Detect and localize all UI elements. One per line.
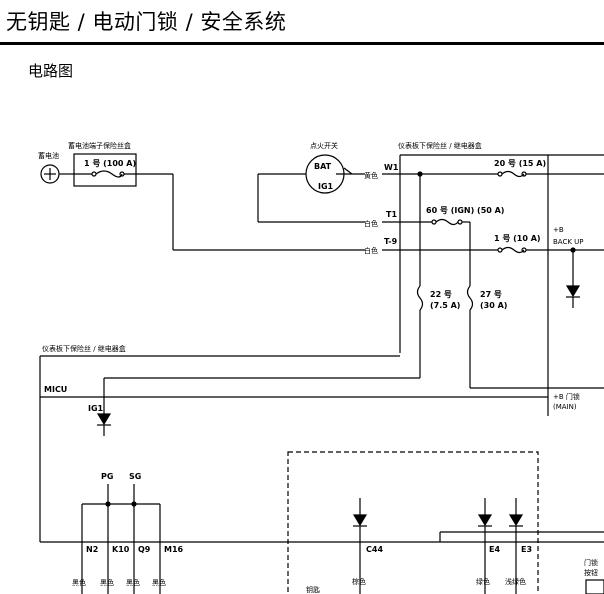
- dash-box2-label: 仪表板下保险丝 / 继电器盒: [42, 344, 126, 353]
- micu-label: MICU: [44, 385, 67, 394]
- bat-label: BAT: [314, 162, 332, 171]
- n2-pin: N2: [86, 545, 98, 554]
- terminal-box-label: 蓄电池端子保险丝盒: [68, 141, 131, 150]
- wire-light-green: 浅绿色: [505, 577, 526, 586]
- wire-white-label-1: 白色: [364, 219, 378, 228]
- e3-diode-icon: [508, 514, 524, 527]
- pg-label: PG: [101, 472, 113, 481]
- backup-label: BACK UP: [553, 238, 584, 246]
- backup-b-label: +B: [553, 226, 564, 234]
- wire-black-3: 黑色: [126, 578, 140, 587]
- c44-pin: C44: [366, 545, 383, 554]
- m16-pin: M16: [164, 545, 184, 554]
- e4-pin: E4: [489, 545, 500, 554]
- fuse-22-label-a: 22 号: [430, 290, 452, 299]
- fuse-22-label-b: (7.5 A): [430, 301, 460, 310]
- doorlock-b-label: +B 门锁: [553, 392, 580, 401]
- w1-pin: W1: [384, 163, 399, 172]
- main-fuse-label: 1 号 (100 A): [84, 159, 136, 168]
- door-lock-btn-label-b: 按钮: [584, 568, 598, 577]
- dash-box-label: 仪表板下保险丝 / 继电器盒: [398, 141, 482, 150]
- k10-pin: K10: [112, 545, 130, 554]
- fuse-20-icon: [501, 170, 525, 178]
- fuse-22-icon: [416, 285, 424, 311]
- ig1-switch-label: IG1: [318, 182, 334, 191]
- fuse-60-icon: [435, 218, 459, 226]
- fuse-1-icon: [501, 246, 525, 254]
- fuse-27-icon: [466, 285, 474, 311]
- wire-white-label-2: 白色: [364, 246, 378, 255]
- fuse-1-label: 1 号 (10 A): [494, 234, 541, 243]
- terminal-fuse-box: [73, 153, 137, 187]
- sg-label: SG: [129, 472, 141, 481]
- key-label: 钥匙: [306, 585, 320, 594]
- backup-diode-icon: [565, 285, 581, 298]
- c44-diode-icon: [352, 514, 368, 527]
- ig1-diode-icon: [96, 413, 112, 426]
- page-title: 无钥匙 / 电动门锁 / 安全系统: [6, 10, 287, 34]
- t1-pin: T1: [386, 210, 397, 219]
- wire-black-2: 黑色: [100, 578, 114, 587]
- wire-black-1: 黑色: [72, 578, 86, 587]
- doorlock-main-label: (MAIN): [553, 403, 577, 411]
- wire-yellow-label: 黄色: [364, 171, 378, 180]
- battery-label: 蓄电池: [38, 151, 59, 160]
- main-fuse-icon: [95, 170, 123, 178]
- fuse-60-label: 60 号 (IGN) (50 A): [426, 206, 504, 215]
- e4-diode-icon: [477, 514, 493, 527]
- dashed-sub-unit: [287, 451, 539, 594]
- title-underline: [0, 42, 604, 45]
- wire-black-4: 黑色: [152, 578, 166, 587]
- fuse-27-label-b: (30 A): [480, 301, 507, 310]
- fuse-27-label-a: 27 号: [480, 290, 502, 299]
- fuse-20-label: 20 号 (15 A): [494, 159, 546, 168]
- wire-brown: 棕色: [352, 577, 366, 586]
- t9-pin: T-9: [384, 237, 398, 246]
- wire-green: 绿色: [476, 577, 490, 586]
- ignition-switch-label: 点火开关: [310, 141, 338, 150]
- e3-pin: E3: [521, 545, 532, 554]
- q9-pin: Q9: [138, 545, 151, 554]
- door-lock-button-box: [585, 579, 604, 594]
- page-subtitle: 电路图: [28, 62, 74, 80]
- door-lock-btn-label-a: 门锁: [584, 558, 598, 567]
- ig1-pin: IG1: [88, 404, 104, 413]
